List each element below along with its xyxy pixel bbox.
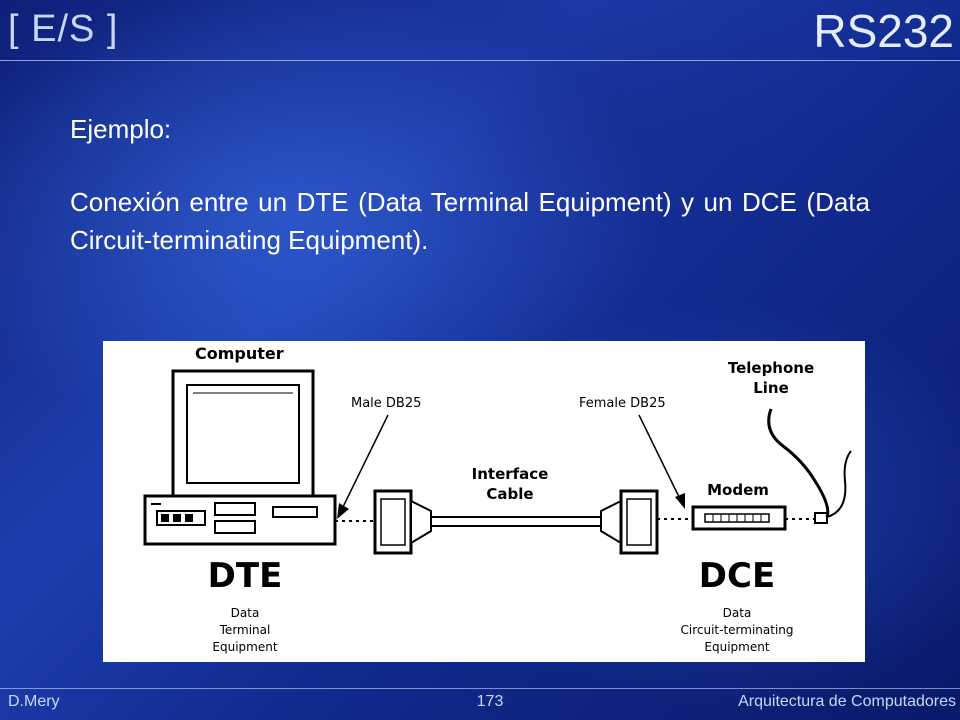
male-db25-arrow xyxy=(340,414,389,512)
computer-label: Computer xyxy=(195,344,284,363)
dce-description-line2: Circuit-terminating xyxy=(680,623,793,637)
telephone-line-label-line1: Telephone xyxy=(728,359,814,377)
left-db25-connector xyxy=(373,489,432,555)
footer-page-number: 173 xyxy=(476,693,504,710)
computer-monitor xyxy=(171,369,315,504)
example-description: Conexión entre un DTE (Data Terminal Equ… xyxy=(70,187,870,255)
computer-system-unit xyxy=(143,494,337,546)
dte-label: DTE xyxy=(208,556,283,596)
interface-cable xyxy=(431,516,601,527)
modem-label: Modem xyxy=(707,481,769,499)
right-db25-connector xyxy=(600,489,659,555)
male-db25-label: Male DB25 xyxy=(351,396,421,411)
interface-cable-label-line1: Interface xyxy=(472,465,549,483)
example-heading: Ejemplo: xyxy=(70,114,172,144)
interface-cable-label-line2: Cable xyxy=(486,485,533,503)
female-db25-label: Female DB25 xyxy=(579,396,666,411)
telephone-line-label-line2: Line xyxy=(753,379,789,397)
dte-description-line1: Data xyxy=(231,606,260,620)
topic-label: [ E/S ] xyxy=(8,8,119,50)
modem-device xyxy=(691,505,787,531)
dce-description-line1: Data xyxy=(723,606,752,620)
header-divider xyxy=(0,60,960,61)
dce-description-line3: Equipment xyxy=(704,640,769,654)
slide-title: RS232 xyxy=(813,5,954,57)
phone-jack xyxy=(814,512,828,524)
dte-description-line3: Equipment xyxy=(212,640,277,654)
footer-divider xyxy=(0,688,960,689)
footer-course: Arquitectura de Computadores xyxy=(738,693,956,710)
dte-description-line2: Terminal xyxy=(219,623,271,637)
footer-author: D.Mery xyxy=(8,693,60,710)
dce-label: DCE xyxy=(699,556,775,596)
telephone-cable xyxy=(767,408,830,518)
rs232-connection-diagram: Computer Male DB25 xyxy=(103,341,865,662)
female-db25-arrow xyxy=(638,414,682,502)
